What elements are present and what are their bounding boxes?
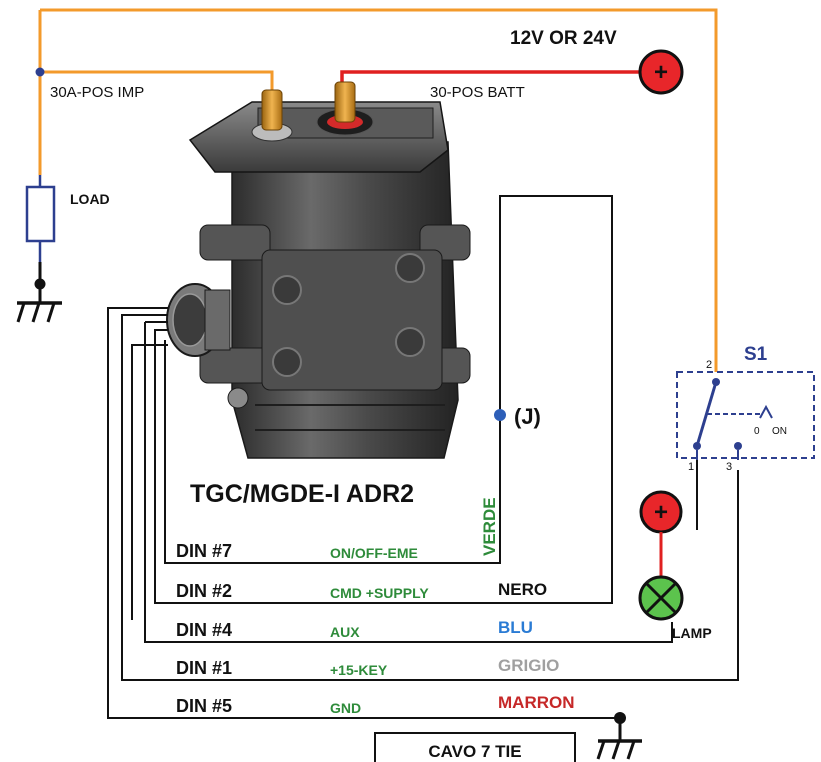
din-function: CMD +SUPPLY bbox=[330, 585, 429, 601]
din-label: DIN #4 bbox=[176, 620, 232, 640]
junction-j: (J) bbox=[494, 404, 541, 429]
din-row-2: DIN #2 CMD +SUPPLY NERO bbox=[176, 580, 547, 601]
orange-supply-wire bbox=[35, 8, 718, 372]
lamp-plus-terminal-icon: + bbox=[639, 490, 683, 576]
wire-color-label: MARRON bbox=[498, 693, 575, 712]
verde-wire-label: VERDE bbox=[480, 497, 499, 556]
cable-label: CAVO 7 TIE bbox=[428, 742, 521, 761]
ground-icon bbox=[596, 712, 642, 760]
wire-color-label: GRIGIO bbox=[498, 656, 559, 675]
din-function: +15-KEY bbox=[330, 662, 388, 678]
din-function: AUX bbox=[330, 624, 360, 640]
load-resistor bbox=[25, 175, 56, 262]
din-label: DIN #2 bbox=[176, 581, 232, 601]
cable-label-box: CAVO 7 TIE bbox=[374, 732, 576, 762]
switch-pos-on: ON bbox=[772, 426, 787, 437]
device-title: TGC/MGDE-I ADR2 bbox=[190, 480, 414, 508]
din-label: DIN #7 bbox=[176, 541, 232, 561]
din-row-5: DIN #5 GND MARRON bbox=[176, 693, 575, 716]
din-row-7: DIN #7 ON/OFF-EME bbox=[176, 541, 418, 561]
supply-plus-terminal-icon: + bbox=[638, 49, 684, 95]
load-ground-icon bbox=[16, 262, 62, 323]
wire-color-label: BLU bbox=[498, 618, 533, 637]
supply-plus-symbol: + bbox=[654, 59, 668, 86]
din-function: GND bbox=[330, 700, 361, 716]
switch-s1: S1 2 1 3 0 ON bbox=[676, 344, 815, 473]
wire-color-label: NERO bbox=[498, 580, 547, 599]
lamp-label: LAMP bbox=[672, 625, 712, 641]
switch-label: S1 bbox=[744, 344, 768, 365]
din-label: DIN #5 bbox=[176, 696, 232, 716]
junction-label: (J) bbox=[514, 404, 541, 429]
device-module-illustration bbox=[166, 81, 471, 459]
supply-voltage-label: 12V OR 24V bbox=[510, 28, 617, 49]
lamp-plus-symbol: + bbox=[654, 499, 668, 526]
switch-pos-0: 0 bbox=[754, 426, 760, 437]
switch-pin-2: 2 bbox=[706, 359, 712, 371]
terminal-imp-label: 30A-POS IMP bbox=[50, 84, 144, 101]
harness-wires bbox=[107, 195, 739, 719]
load-label: LOAD bbox=[70, 191, 110, 207]
red-battery-wire bbox=[340, 70, 640, 82]
lamp-icon: LAMP bbox=[638, 575, 712, 641]
din-row-4: DIN #4 AUX BLU bbox=[176, 618, 533, 640]
switch-pin-3: 3 bbox=[726, 461, 732, 473]
din-function: ON/OFF-EME bbox=[330, 545, 418, 561]
din-label: DIN #1 bbox=[176, 658, 232, 678]
switch-pin-1: 1 bbox=[688, 461, 694, 473]
din-row-1: DIN #1 +15-KEY GRIGIO bbox=[176, 656, 559, 678]
terminal-batt-label: 30-POS BATT bbox=[430, 84, 525, 101]
